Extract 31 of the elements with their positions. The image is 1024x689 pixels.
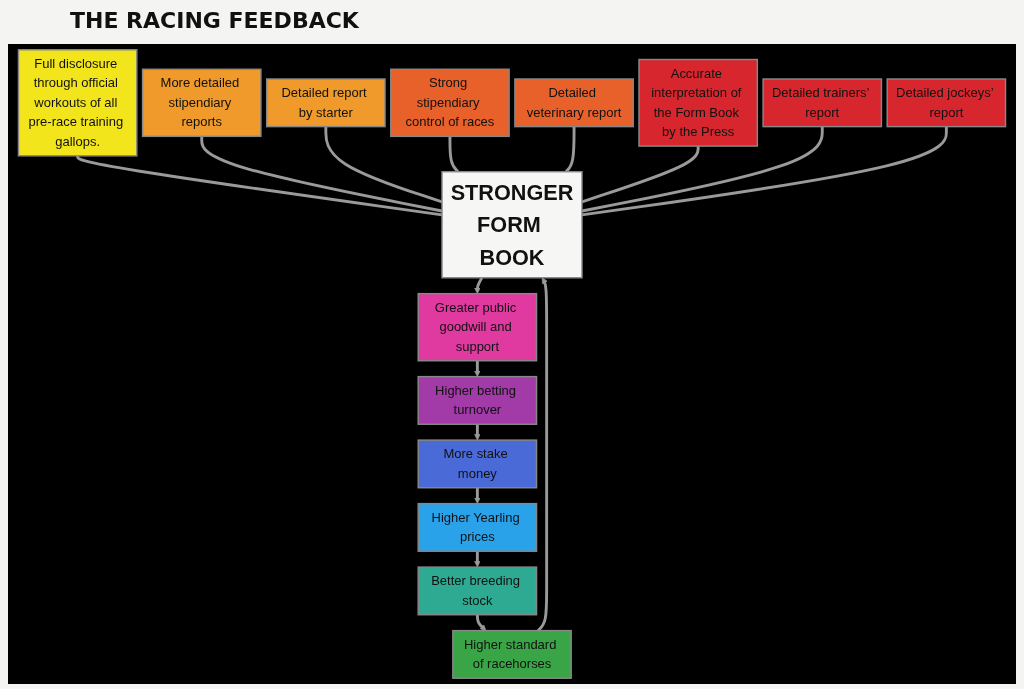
connector bbox=[324, 126, 443, 204]
node-box: Detailed veterinary report bbox=[514, 78, 634, 128]
arrow bbox=[474, 360, 481, 377]
connector bbox=[200, 136, 443, 213]
node-box: Higher Yearling prices bbox=[417, 502, 538, 552]
arrow bbox=[474, 551, 481, 568]
connector bbox=[564, 126, 576, 173]
arrow bbox=[474, 424, 481, 441]
node-box: Detailed jockeys’ report bbox=[886, 78, 1007, 128]
node-box: Greater public goodwill and support bbox=[417, 292, 538, 362]
arrow bbox=[474, 277, 484, 294]
node-box: Higher betting turnover bbox=[417, 375, 538, 425]
connector bbox=[581, 126, 948, 217]
node-box: Strong stipendiary control of races bbox=[390, 68, 510, 138]
node-box: Accurate interpretation of the Form Book by the Press bbox=[638, 58, 759, 147]
node-box: More detailed stipendiary reports bbox=[141, 68, 262, 138]
node-box: Full disclosure through official workouts of all pre-race training gallops. bbox=[17, 49, 138, 157]
node-box: Better breeding stock bbox=[417, 566, 538, 616]
node-box: Detailed trainers’ report bbox=[762, 78, 883, 128]
arrow bbox=[474, 487, 481, 504]
node-box: Detailed report by starter bbox=[265, 78, 386, 128]
connector bbox=[581, 146, 700, 204]
connector bbox=[76, 155, 443, 217]
node-box: Higher standard of racehorses bbox=[452, 629, 572, 679]
node-box: More stake money bbox=[417, 439, 538, 489]
connector bbox=[581, 126, 824, 213]
node-box: STRONGER FORM BOOK bbox=[441, 171, 583, 279]
title: THE RACING FEEDBACK bbox=[70, 8, 360, 33]
connector bbox=[448, 136, 460, 173]
arrow bbox=[537, 277, 549, 632]
arrow bbox=[475, 614, 487, 631]
